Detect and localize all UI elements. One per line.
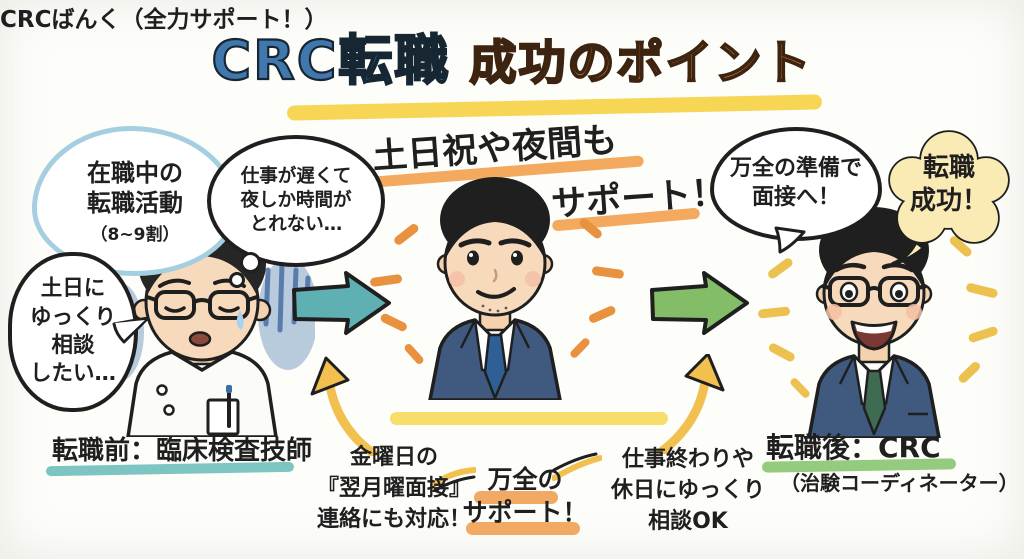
swoosh-right-icon xyxy=(552,452,602,481)
bubble-activity-text: 在職中の 転職活動 xyxy=(87,158,183,217)
note-full-support: 万全の サポート！ xyxy=(452,464,598,529)
speech-bubble-prepared-tail xyxy=(774,226,806,254)
label-before-role: 転職前：臨床検査技師 xyxy=(52,436,313,466)
speech-bubble-weekend-tail xyxy=(112,316,150,344)
page-title: CRC転職 成功のポイント xyxy=(0,16,1024,121)
note-full-line1: 万全の xyxy=(487,465,563,494)
note-full-line2: サポート！ xyxy=(462,497,588,527)
speech-bubble-weekend: 土日に ゆっくり 相談 したい… xyxy=(8,252,138,412)
job-seeker-after-illustration xyxy=(758,207,998,438)
arrow-agent-to-after-icon xyxy=(650,271,749,335)
note-friday-interview: 金曜日の 『翌月曜面接』 連絡にも対応！ xyxy=(316,445,471,533)
speech-bubble-prepared: 万全の準備で 面接へ！ xyxy=(710,127,882,241)
label-agent: CRCばんく（全力サポート！） xyxy=(0,7,328,33)
title-rest-text: 成功のポイント xyxy=(468,35,813,92)
thought-dot-large xyxy=(240,252,261,273)
curved-arrow-right-icon xyxy=(656,354,725,454)
speech-bubble-activity: 在職中の 転職活動 （8~9割） xyxy=(32,126,238,276)
label-after-role-sub: （治験コーディネーター） xyxy=(780,471,1019,495)
cloud-shape-icon xyxy=(888,130,1010,266)
arrow-before-to-agent-icon xyxy=(292,271,391,335)
center-heading-line2: サポート！ xyxy=(550,172,728,226)
thought-dot-small xyxy=(229,272,245,288)
thought-bubble-night: 仕事が遅くて 夜しか時間が とれない… xyxy=(207,135,385,267)
cloud-bubble-success: 転職 成功！ xyxy=(882,126,1016,268)
curved-arrow-left-icon xyxy=(310,356,379,456)
label-after-role: 転職後：CRC xyxy=(766,431,941,464)
title-highlight-text: CRC転職 xyxy=(210,28,451,93)
swoosh-left-icon xyxy=(430,467,476,492)
bubble-activity-subtext: （8~9割） xyxy=(90,224,180,245)
full-support-highlight-1 xyxy=(474,491,558,504)
agent-label-underline xyxy=(390,412,668,425)
cloud-success-text: 転職 成功！ xyxy=(909,153,988,216)
crc-bank-agent-illustration xyxy=(370,177,624,400)
full-support-highlight-2 xyxy=(466,522,580,535)
note-evening-consult: 仕事終わりや 休日にゆっくり 相談OK xyxy=(610,447,765,535)
